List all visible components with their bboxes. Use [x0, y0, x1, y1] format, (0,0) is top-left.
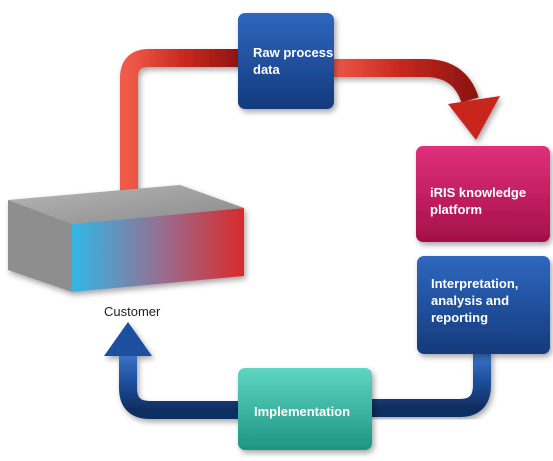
arrowhead-red-icon	[448, 96, 500, 140]
arrow-interpretation-to-implementation	[370, 352, 491, 417]
raw-process-data-box	[238, 13, 334, 109]
customer-block	[8, 185, 244, 292]
implementation-label: Implementation	[254, 404, 351, 419]
iris-knowledge-platform-label: iRIS knowledge platform	[430, 185, 527, 217]
arrow-customer-to-raw-data	[120, 49, 240, 210]
raw-process-data-label: Raw process data	[253, 45, 334, 77]
interpretation-analysis-reporting-box	[417, 256, 550, 354]
iris-knowledge-platform-box	[416, 146, 550, 242]
customer-block-left	[8, 200, 72, 292]
arrow-raw-data-to-iris	[330, 59, 500, 140]
customer-label: Customer	[104, 304, 161, 319]
implementation-box	[238, 368, 372, 450]
customer-block-front	[72, 208, 244, 292]
customer-block-top	[8, 185, 244, 224]
arrow-implementation-to-customer	[104, 322, 240, 419]
interpretation-label: Interpretation, analysis and reporting	[431, 276, 519, 325]
arrowhead-blue-icon	[104, 322, 152, 356]
